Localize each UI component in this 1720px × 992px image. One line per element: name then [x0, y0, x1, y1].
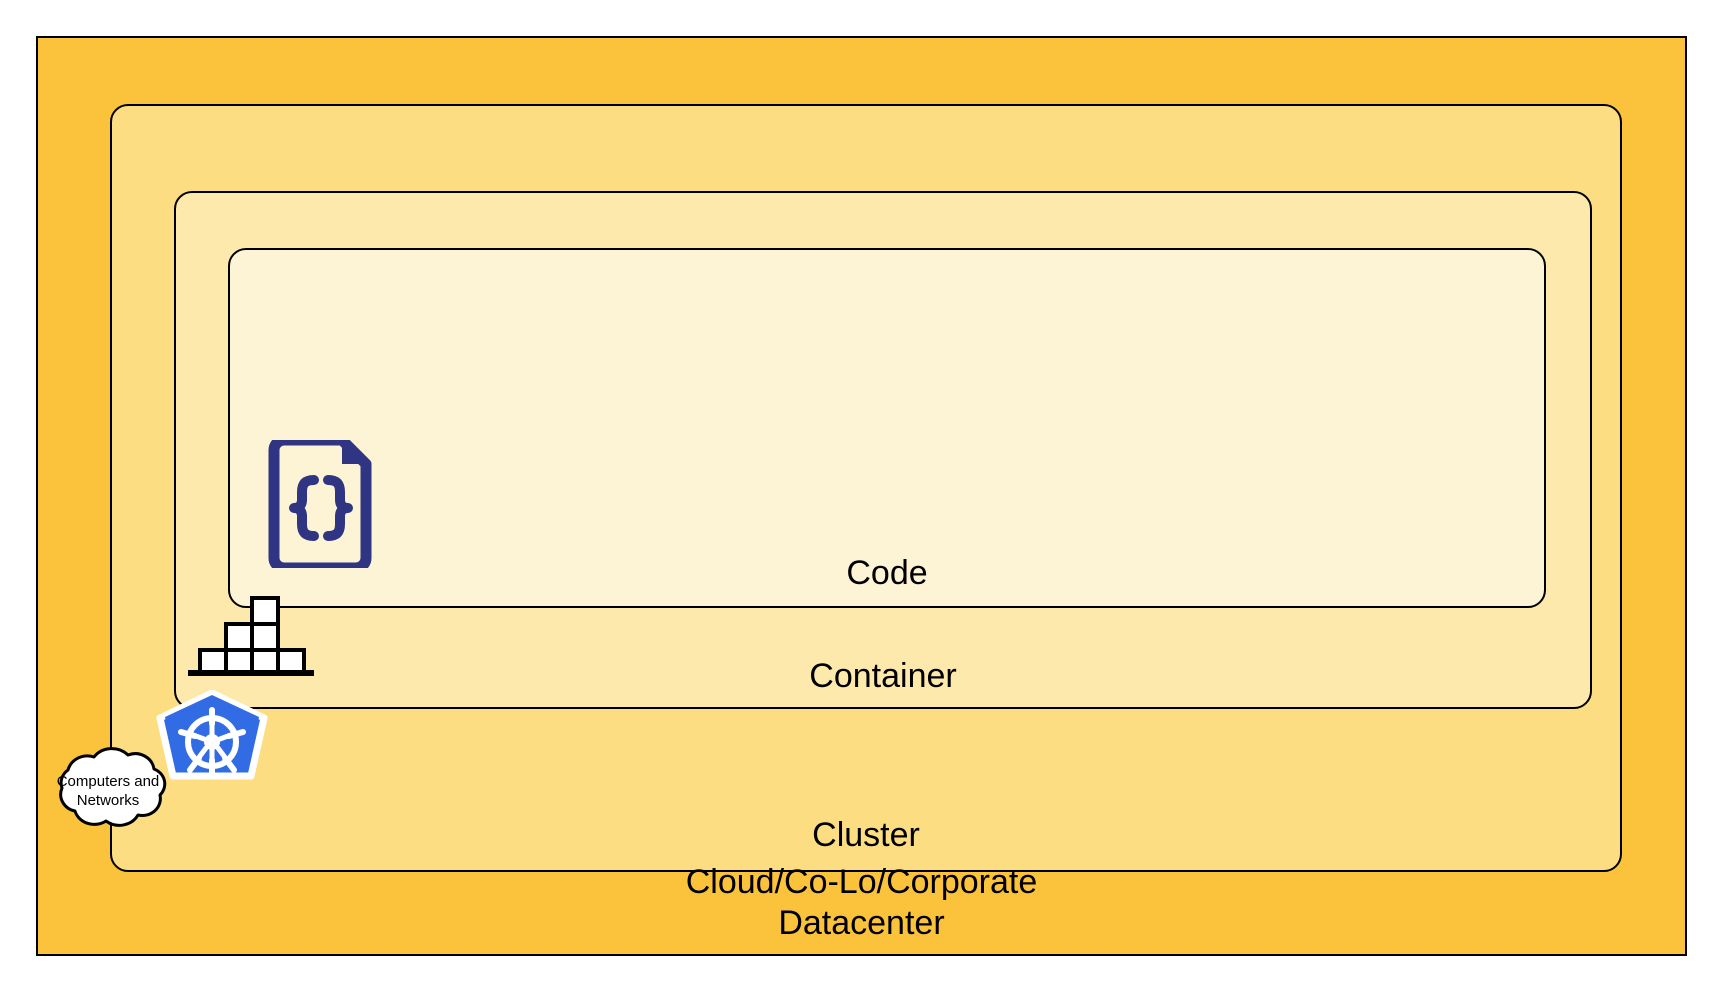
layer-label-container: Container [809, 657, 957, 695]
layer-datacenter[interactable]: Code [36, 36, 1687, 956]
layer-cluster[interactable]: Code [110, 104, 1622, 872]
cloud-icon [59, 747, 167, 827]
computers-and-networks-callout[interactable]: Computers and Networks [28, 742, 188, 840]
layer-label-datacenter: Cloud/Co-Lo/Corporate Datacenter [685, 863, 1038, 942]
layer-label-cluster: Cluster [812, 816, 920, 854]
code-document-icon [262, 434, 376, 574]
layer-code[interactable]: Code [228, 248, 1546, 608]
layer-container[interactable]: Code [174, 191, 1592, 709]
kubernetes-icon [152, 689, 272, 810]
container-boxes-icon [186, 596, 316, 678]
layer-label-code: Code [846, 554, 928, 592]
